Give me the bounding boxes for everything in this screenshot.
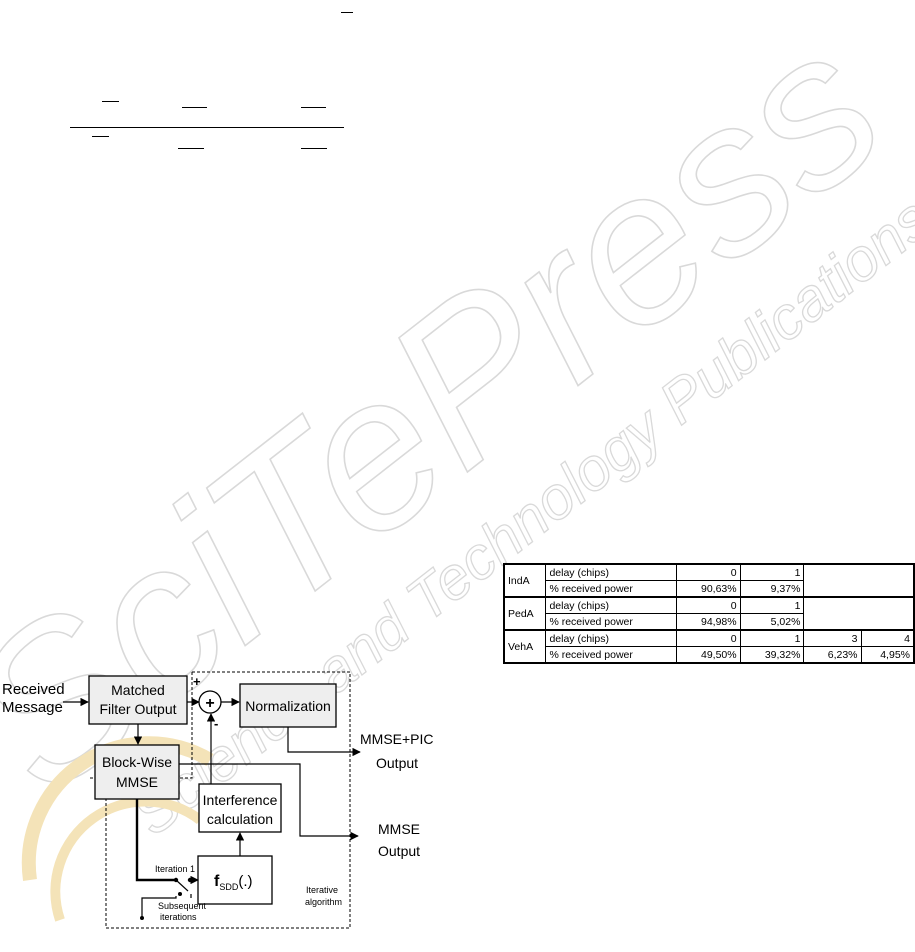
minus-sign: - bbox=[214, 716, 218, 731]
switch-node-bottom bbox=[178, 892, 182, 896]
iterative-algorithm-label-2: algorithm bbox=[305, 897, 342, 907]
delay-cell: 0 bbox=[675, 596, 741, 614]
fsdd-f: f bbox=[214, 873, 220, 890]
subsequent-iterations-path bbox=[141, 894, 192, 918]
iterative-algorithm-region bbox=[105, 671, 351, 929]
delay-label: delay (chips) bbox=[545, 596, 677, 614]
empty-cell bbox=[861, 614, 914, 631]
model-cell: VehA bbox=[503, 629, 547, 664]
normalization-label: Normalization bbox=[245, 698, 331, 714]
iteration-1-path bbox=[135, 799, 176, 882]
iteration-1-label: Iteration 1 bbox=[155, 864, 195, 874]
subsequent-iterations-label-1: Subsequent bbox=[158, 901, 207, 911]
switch-node-right bbox=[187, 877, 193, 883]
subsequent-iterations-label-2: iterations bbox=[160, 912, 197, 922]
empty-cell bbox=[804, 614, 861, 631]
delay-cell: 3 bbox=[803, 629, 862, 647]
received-message-label-1: Received bbox=[2, 681, 65, 698]
equation-top-bar bbox=[341, 12, 353, 13]
delay-label: delay (chips) bbox=[545, 563, 677, 581]
equation-bar-5 bbox=[178, 148, 204, 149]
sum-symbol: + bbox=[205, 695, 214, 712]
block-wise-mmse-label-1: Block-Wise bbox=[102, 754, 172, 770]
equation-bar-2 bbox=[182, 107, 207, 108]
model-cell: IndA bbox=[503, 563, 547, 598]
matched-filter-box bbox=[88, 675, 188, 725]
empty-cell bbox=[803, 596, 862, 614]
channel-power-delay-table: IndA delay (chips) 0 1 % received power … bbox=[503, 563, 915, 664]
fsdd-args: (.) bbox=[238, 873, 252, 890]
power-label: % received power bbox=[545, 613, 677, 631]
plus-sign: + bbox=[193, 674, 201, 689]
power-cell: 49,50% bbox=[675, 646, 741, 664]
receiver-block-diagram: Received Message Matched Filter Output +… bbox=[2, 671, 434, 929]
interference-label-2: calculation bbox=[207, 811, 273, 827]
empty-cell bbox=[861, 563, 914, 581]
delay-cell: 1 bbox=[739, 596, 805, 614]
delay-label: delay (chips) bbox=[545, 629, 677, 647]
empty-cell bbox=[803, 563, 862, 581]
table-row: % received power 49,50% 39,32% 6,23% 4,9… bbox=[504, 646, 915, 664]
power-cell: 6,23% bbox=[803, 646, 862, 664]
power-cell: 5,02% bbox=[739, 613, 805, 631]
table-row: IndA delay (chips) 0 1 bbox=[503, 563, 914, 598]
delay-cell: 0 bbox=[675, 629, 741, 647]
power-cell: 90,63% bbox=[675, 580, 741, 598]
equation-bar-4 bbox=[92, 136, 109, 137]
fsdd-label: fSDD(.) bbox=[214, 873, 253, 892]
subsequent-node bbox=[140, 916, 144, 920]
table-row: VehA delay (chips) 0 1 3 4 bbox=[503, 629, 915, 664]
power-cell: 39,32% bbox=[739, 646, 805, 664]
table-row: % received power 90,63% 9,37% bbox=[504, 580, 914, 598]
wire-mmse-to-output bbox=[179, 763, 359, 841]
delay-cell: 4 bbox=[860, 629, 915, 647]
mmse-pic-output-label-2: Output bbox=[376, 755, 418, 771]
power-cell: 4,95% bbox=[860, 646, 915, 664]
power-label: % received power bbox=[545, 580, 677, 598]
table-row: PedA delay (chips) 0 1 bbox=[503, 596, 914, 631]
interference-calculation-box bbox=[198, 783, 282, 833]
received-message-label-2: Message bbox=[2, 699, 63, 716]
equation-bar-1 bbox=[102, 101, 119, 102]
interference-label-1: Interference bbox=[203, 792, 278, 808]
power-cell: 9,37% bbox=[739, 580, 805, 598]
fsdd-box bbox=[197, 855, 273, 905]
table-row: % received power 94,98% 5,02% bbox=[504, 613, 914, 631]
delay-cell: 0 bbox=[675, 563, 741, 581]
matched-filter-label-1: Matched bbox=[111, 682, 165, 698]
mmse-pic-output-label-1: MMSE+PIC bbox=[360, 731, 434, 747]
equation-bar-3 bbox=[301, 107, 326, 108]
iterative-algorithm-label-1: Iterative bbox=[306, 885, 338, 895]
block-wise-mmse-label-2: MMSE bbox=[116, 774, 158, 790]
power-cell: 94,98% bbox=[675, 613, 741, 631]
model-cell: PedA bbox=[503, 596, 547, 631]
normalization-box bbox=[239, 683, 337, 728]
switch-lever bbox=[175, 879, 189, 892]
delay-cell: 1 bbox=[739, 629, 805, 647]
block-wise-mmse-box bbox=[94, 744, 180, 800]
equation-bar-6 bbox=[301, 148, 327, 149]
empty-cell bbox=[861, 596, 914, 614]
mmse-output-label-1: MMSE bbox=[378, 821, 420, 837]
wire-norm-to-pic bbox=[287, 727, 361, 757]
power-label: % received power bbox=[545, 646, 677, 664]
mmse-output-label-2: Output bbox=[378, 843, 420, 859]
empty-cell bbox=[804, 581, 861, 598]
delay-cell: 1 bbox=[739, 563, 805, 581]
fsdd-sub: SDD bbox=[219, 882, 239, 892]
matched-filter-label-2: Filter Output bbox=[99, 701, 176, 717]
empty-cell bbox=[861, 581, 914, 598]
equation-fraction-line bbox=[70, 127, 344, 128]
